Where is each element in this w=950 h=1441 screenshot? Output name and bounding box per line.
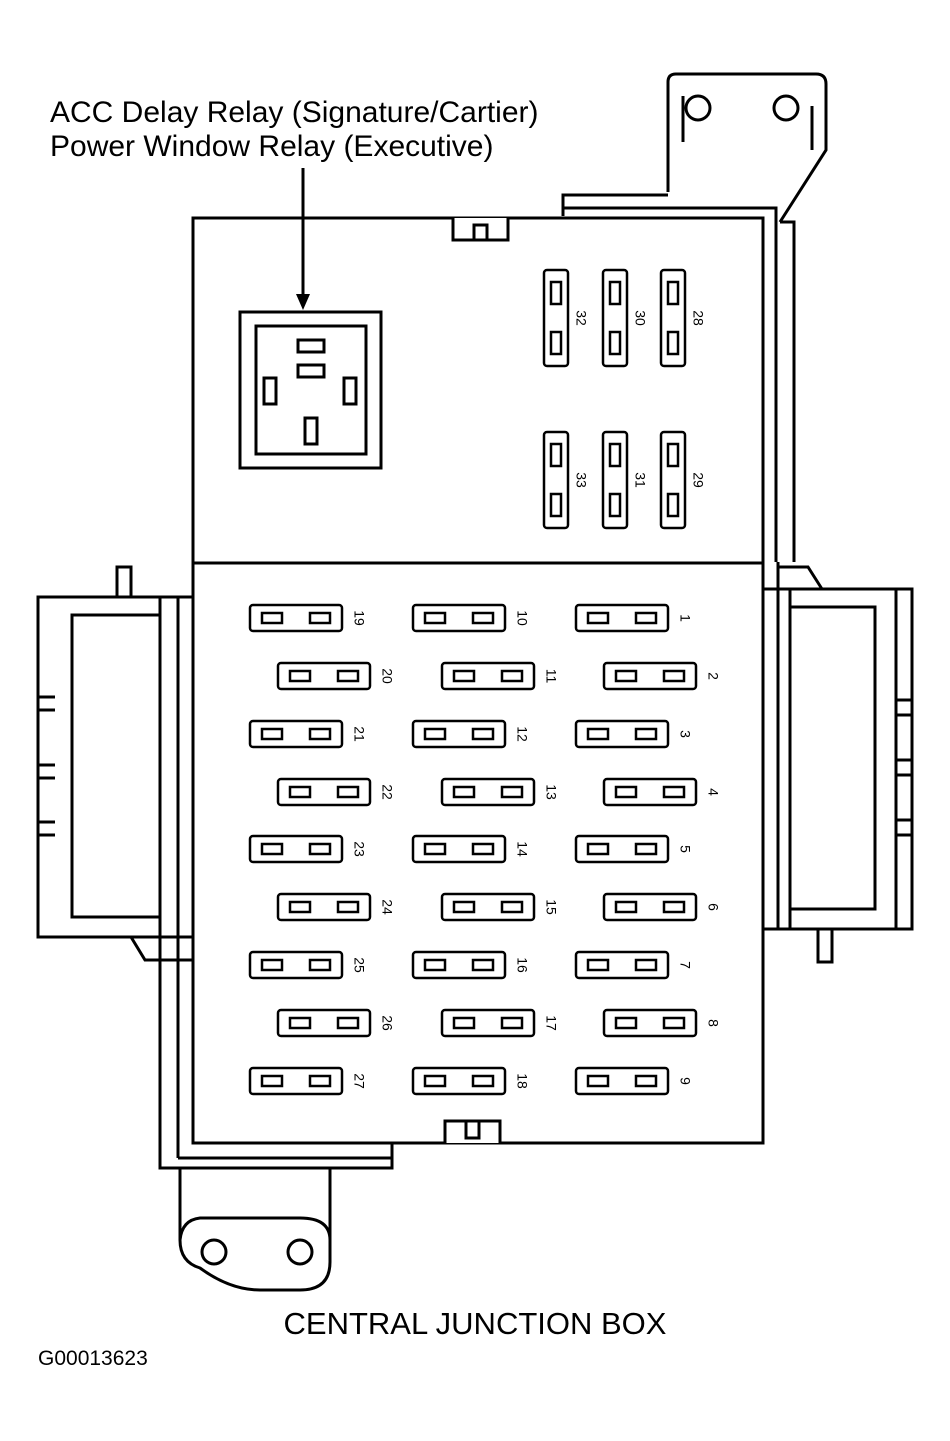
fuse-number-label: 7 bbox=[677, 961, 693, 969]
figure-id: G00013623 bbox=[38, 1347, 148, 1370]
fuse-number-label: 3 bbox=[677, 730, 693, 738]
fuse-slot bbox=[276, 777, 372, 807]
fuse-number-label: 17 bbox=[543, 1015, 559, 1031]
fuse-number-label: 11 bbox=[543, 669, 559, 684]
left-connector bbox=[36, 565, 394, 1170]
fuse-slot bbox=[440, 777, 536, 807]
fuse-slot bbox=[542, 430, 570, 530]
fuse-number-label: 15 bbox=[543, 899, 559, 915]
fuse-slot bbox=[440, 1008, 536, 1038]
fuse-number-label: 12 bbox=[514, 726, 530, 742]
fuse-slot bbox=[248, 719, 344, 749]
fuse-number-label: 27 bbox=[351, 1073, 367, 1089]
fuse-number-label: 1 bbox=[677, 614, 693, 622]
bottom-latch bbox=[443, 1119, 502, 1143]
fuse-number-label: 9 bbox=[677, 1077, 693, 1085]
fuse-slot bbox=[248, 950, 344, 980]
fuse-number-label: 22 bbox=[379, 784, 395, 800]
mount-hole bbox=[684, 94, 712, 122]
fuse-number-label: 25 bbox=[351, 957, 367, 973]
fuse-slot bbox=[574, 834, 670, 864]
fuse-number-label: 24 bbox=[379, 899, 395, 915]
diagram-caption: CENTRAL JUNCTION BOX bbox=[283, 1306, 667, 1341]
fuse-number-label: 30 bbox=[632, 310, 648, 326]
fuse-slot bbox=[574, 603, 670, 633]
fuse-slot bbox=[411, 834, 507, 864]
fuse-number-label: 21 bbox=[351, 726, 367, 742]
fuse-slot bbox=[276, 1008, 372, 1038]
fuse-number-label: 5 bbox=[677, 845, 693, 853]
fuse-slot bbox=[411, 1066, 507, 1096]
fuse-number-label: 6 bbox=[705, 903, 721, 911]
fuse-number-label: 31 bbox=[632, 472, 648, 488]
fuse-number-label: 20 bbox=[379, 668, 395, 684]
fuse-number-label: 28 bbox=[690, 310, 706, 326]
top-latch bbox=[451, 218, 510, 242]
fuse-slot bbox=[602, 1008, 698, 1038]
fuse-slot bbox=[574, 719, 670, 749]
fuse-slot bbox=[411, 719, 507, 749]
fuse-slot bbox=[440, 661, 536, 691]
fuse-slot bbox=[248, 603, 344, 633]
fuse-number-label: 8 bbox=[705, 1019, 721, 1027]
fuse-number-label: 13 bbox=[543, 784, 559, 800]
fuse-number-label: 32 bbox=[573, 310, 589, 326]
fuse-slot bbox=[602, 661, 698, 691]
callout-arrowhead bbox=[296, 294, 310, 310]
fuse-slot bbox=[411, 603, 507, 633]
fuse-number-label: 14 bbox=[514, 841, 530, 857]
top-mount-bracket bbox=[666, 72, 828, 223]
fuse-slot bbox=[276, 892, 372, 922]
mount-hole bbox=[772, 94, 800, 122]
fuse-slot bbox=[601, 430, 629, 530]
fuse-slot bbox=[440, 892, 536, 922]
fuse-slot bbox=[276, 661, 372, 691]
fuse-slot bbox=[248, 1066, 344, 1096]
fuse-number-label: 16 bbox=[514, 957, 530, 973]
fuse-number-label: 4 bbox=[705, 788, 721, 796]
fuse-number-label: 26 bbox=[379, 1015, 395, 1031]
fuse-slot bbox=[248, 834, 344, 864]
mount-hole bbox=[286, 1238, 314, 1266]
fuse-slot bbox=[542, 268, 570, 368]
fuse-slot bbox=[659, 430, 687, 530]
fuse-slot bbox=[601, 268, 629, 368]
relay-socket bbox=[238, 310, 383, 470]
relay-callout-line-2: Power Window Relay (Executive) bbox=[50, 130, 494, 163]
fuse-number-label: 19 bbox=[351, 610, 367, 626]
fuse-slot bbox=[602, 892, 698, 922]
bottom-mount-bracket bbox=[178, 1168, 332, 1292]
relay-callout-line-1: ACC Delay Relay (Signature/Cartier) bbox=[50, 96, 539, 129]
fuse-number-label: 29 bbox=[690, 472, 706, 488]
fuse-slot bbox=[574, 950, 670, 980]
right-connector bbox=[763, 562, 914, 964]
fuse-slot bbox=[659, 268, 687, 368]
fuse-slot bbox=[602, 777, 698, 807]
fuse-number-label: 2 bbox=[705, 672, 721, 680]
fuse-slot bbox=[411, 950, 507, 980]
fuse-slot bbox=[574, 1066, 670, 1096]
fuse-number-label: 33 bbox=[573, 472, 589, 488]
fuse-number-label: 18 bbox=[514, 1073, 530, 1089]
mount-hole bbox=[200, 1238, 228, 1266]
fuse-number-label: 10 bbox=[514, 610, 530, 626]
fuse-number-label: 23 bbox=[351, 841, 367, 857]
